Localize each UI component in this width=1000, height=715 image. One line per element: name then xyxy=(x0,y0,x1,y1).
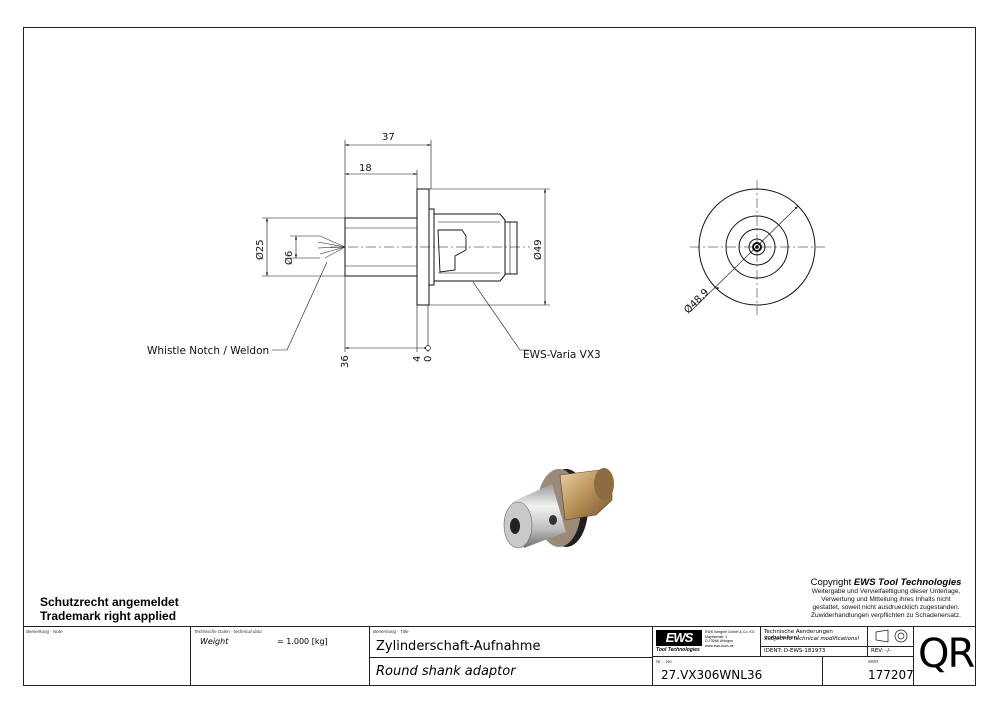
title-cell: Benennung - Title Zylinderschaft-Aufnahm… xyxy=(370,627,653,686)
weight-label: Weight xyxy=(200,637,229,646)
note-cell: Bemerkung - Note xyxy=(23,627,191,686)
dim-d48-9: Ø48,9 xyxy=(682,286,712,316)
projection-symbol-icon xyxy=(875,629,908,643)
label-ews-varia: EWS-Varia VX3 xyxy=(523,349,601,361)
change-note-cell: Technische Aenderungen vorbehalten! Subj… xyxy=(761,627,868,657)
dim-d25: Ø25 xyxy=(254,239,266,260)
adapter-3d-render xyxy=(503,468,614,549)
drawing-frame xyxy=(23,27,976,686)
label-whistle-notch: Whistle Notch / Weldon xyxy=(147,345,269,357)
side-view xyxy=(317,188,530,306)
mnr-cell: MNR 177207 xyxy=(823,657,914,686)
patent-note-de: Schutzrecht angemeldet xyxy=(40,595,179,609)
copyright-text: Weitergabe und Vervielfaeltigung dieser … xyxy=(811,588,961,619)
ident: IDENT: D-EWS-181973 xyxy=(764,648,826,654)
title-en: Round shank adaptor xyxy=(376,664,516,679)
revision: REV: -/- xyxy=(871,648,892,654)
dim-36: 36 xyxy=(340,355,351,368)
dim-37: 37 xyxy=(382,132,395,143)
dim-d6: Ø6 xyxy=(283,251,295,265)
number-cell: Nr. - No. 27.VX306WNL36 xyxy=(653,657,823,686)
mnr-number: 177207 xyxy=(868,668,914,682)
qr-cell: QR xyxy=(914,627,975,686)
dim-d49: Ø49 xyxy=(532,239,544,260)
patent-note-en: Trademark right applied xyxy=(40,609,177,623)
logo-cell: EWS Tool Technologies EWS Weigele GmbH &… xyxy=(653,627,761,657)
title-de: Zylinderschaft-Aufnahme xyxy=(376,639,541,654)
dimension-lines xyxy=(262,140,550,352)
copyright-heading: Copyright EWS Tool Technologies xyxy=(810,577,962,588)
front-view xyxy=(689,180,825,315)
title-block: Bemerkung - Note Technische Daten - tech… xyxy=(23,626,976,686)
patent-note: Schutzrecht angemeldet Trademark right a… xyxy=(40,595,179,623)
copyright-block: Copyright EWS Tool Technologies Weiterga… xyxy=(800,577,972,620)
drawing-number: 27.VX306WNL36 xyxy=(661,668,763,682)
dim-18: 18 xyxy=(359,163,372,174)
projection-cell: REV: -/- xyxy=(868,627,914,657)
adapter-body xyxy=(433,213,506,282)
dim-4: 4 xyxy=(412,356,423,362)
qr-mark: QR xyxy=(918,631,975,677)
company-address: EWS Weigele GmbH & Co. KG Maybachstr. 1 … xyxy=(705,630,755,648)
copyright-brand: EWS Tool Technologies xyxy=(853,577,962,588)
tech-data-cell: Technische Daten - technical data Weight… xyxy=(191,627,370,686)
ews-logo: EWS xyxy=(656,630,702,646)
dim-0: 0 xyxy=(423,356,434,362)
weight-value: = 1.000 [kg] xyxy=(277,637,328,646)
